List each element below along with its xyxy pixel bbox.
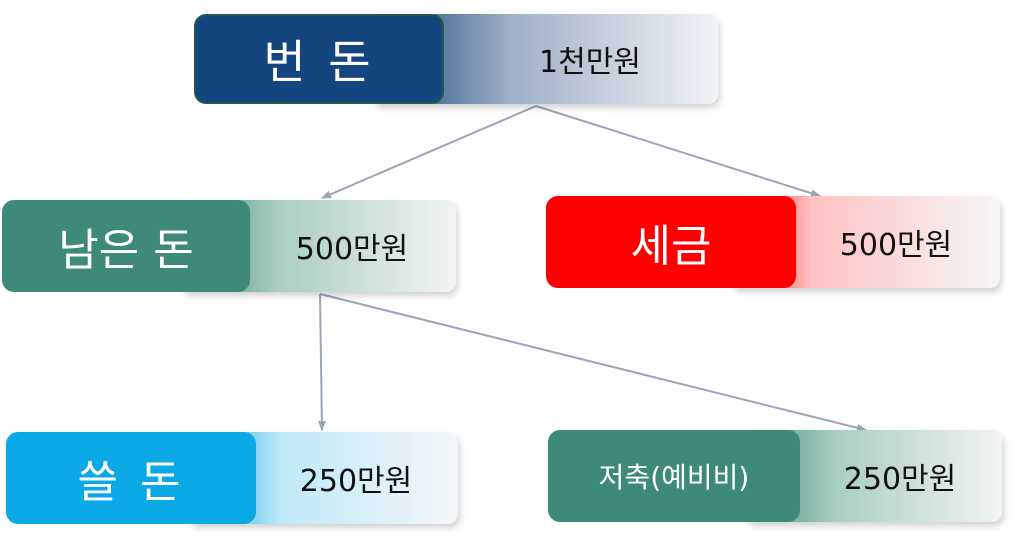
node-remaining-label: 남은 돈 <box>58 225 194 276</box>
node-spending-value: 250만원 <box>299 464 413 499</box>
arrow-total-to-tax <box>535 105 821 198</box>
node-total-label-box: 번 돈 <box>194 14 444 104</box>
node-savings-label-box: 저축(예비비) <box>548 430 800 522</box>
node-tax: 500만원 세금 <box>546 196 1000 288</box>
node-remaining: 500만원 남은 돈 <box>2 200 456 292</box>
node-remaining-label-box: 남은 돈 <box>2 200 250 292</box>
node-savings: 250만원 저축(예비비) <box>548 430 1002 522</box>
arrow-total-to-remaining <box>321 105 537 199</box>
node-tax-label-box: 세금 <box>546 196 796 288</box>
node-remaining-value: 500만원 <box>295 232 409 267</box>
node-spending-label: 쓸 돈 <box>77 457 185 508</box>
node-savings-label: 저축(예비비) <box>598 461 750 494</box>
node-spending-label-box: 쓸 돈 <box>6 432 256 524</box>
node-tax-value: 500만원 <box>839 228 953 263</box>
node-total-label: 번 돈 <box>263 35 375 89</box>
arrow-remaining-to-savings <box>319 293 867 432</box>
node-total-value: 1천만원 <box>539 45 641 80</box>
node-savings-value: 250만원 <box>843 462 957 497</box>
node-tax-label: 세금 <box>630 221 712 272</box>
node-spending: 250만원 쓸 돈 <box>6 432 458 524</box>
arrow-remaining-to-spending <box>317 293 326 431</box>
node-total: 1천만원 번 돈 <box>194 14 718 104</box>
